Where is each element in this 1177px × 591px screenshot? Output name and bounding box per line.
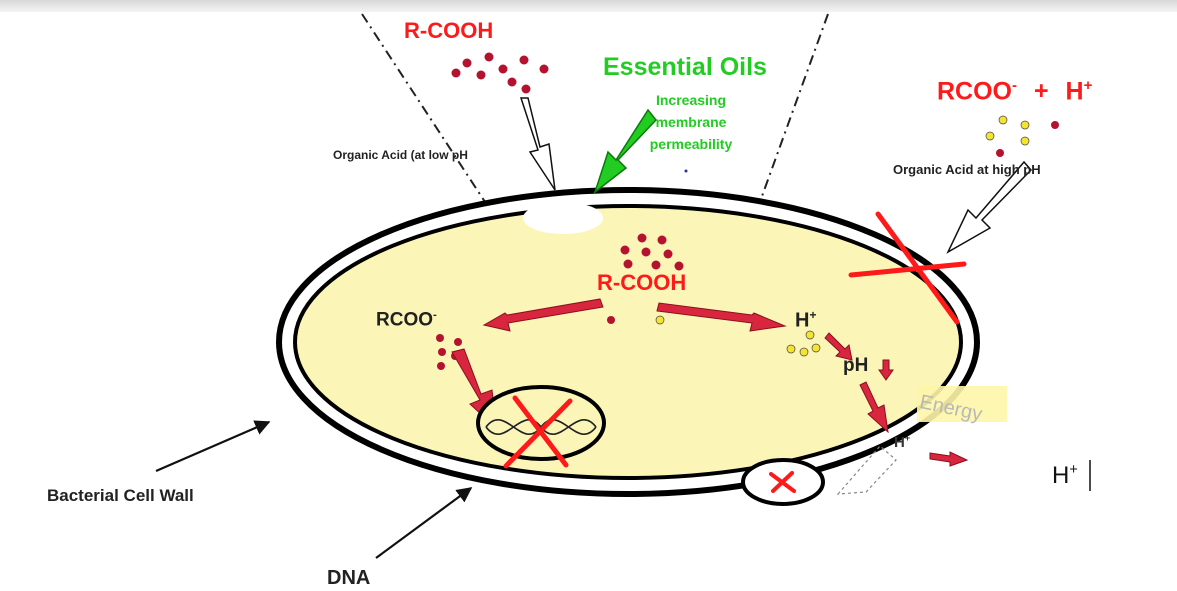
pump-proton-charge: +	[904, 433, 911, 443]
window-top-bar	[0, 0, 1177, 12]
acid-molecules-top	[451, 52, 549, 94]
proton-label-inside: H+	[795, 309, 816, 331]
dna-blocked-cross	[503, 395, 573, 469]
split-proton-dot	[655, 315, 665, 325]
proton-molecules	[786, 330, 821, 357]
proton-outside-formula: H	[1052, 462, 1070, 489]
acid-label-top: R-COOH	[404, 18, 494, 43]
dna-region	[476, 385, 606, 461]
anion-label-inside: RCOO-	[376, 309, 437, 331]
acid-molecules-inside	[620, 233, 684, 271]
arrow-essential-oils	[593, 108, 657, 195]
proton-outside-label: H+	[1052, 463, 1078, 488]
pointer-cell-wall	[155, 420, 271, 473]
oils-effect-line-2: membrane	[655, 114, 727, 130]
proton-outside-charge: +	[1069, 462, 1078, 478]
pump-proton-formula: H	[894, 434, 905, 451]
membrane-pore	[523, 202, 603, 234]
arrow-to-anion	[482, 298, 604, 332]
proton-formula-top: H	[1065, 77, 1084, 106]
oils-effect-line-3: permeability	[649, 136, 733, 152]
anion-charge-top: -	[1012, 77, 1017, 94]
acid-label-inside: R-COOH	[597, 270, 687, 295]
low-ph-label: Organic Acid (at low pH	[333, 148, 468, 162]
anion-formula-inside: RCOO	[376, 309, 433, 331]
blocked-entry-cross	[848, 211, 967, 325]
dissociation-label-top: RCOO- + H+	[937, 78, 1092, 104]
anion-formula-top: RCOO	[937, 77, 1012, 106]
arrow-low-ph-entry	[519, 97, 556, 191]
cone-line-left	[361, 13, 488, 206]
ph-drop-arrow	[878, 359, 894, 381]
cell-wall-label: Bacterial Cell Wall	[47, 486, 194, 505]
energy-box	[917, 386, 1007, 422]
small-dot	[684, 169, 688, 173]
arrow-high-ph-entry	[946, 160, 1033, 254]
proton-charge-inside: +	[809, 308, 817, 322]
ph-label: pH	[843, 355, 869, 376]
pump-proton-label: H+	[894, 433, 911, 451]
arrow-proton-out	[929, 451, 969, 467]
split-anion-dot	[607, 316, 615, 324]
arrow-ph-to-pump	[859, 381, 889, 434]
arrow-proton-to-ph	[824, 332, 853, 361]
pump-blocked-cross	[769, 471, 796, 493]
dissociated-ions-top	[985, 115, 1059, 157]
proton-formula-inside: H	[795, 309, 810, 332]
pump-dashed-outline	[836, 445, 897, 495]
oils-effect-text: Increasing membrane permeability	[628, 89, 754, 155]
plus-sign: +	[1033, 77, 1049, 106]
cone-line-right	[756, 13, 829, 211]
essential-oils-label: Essential Oils	[603, 53, 767, 81]
high-ph-label: Organic Acid at high pH	[893, 162, 1041, 177]
dna-label: DNA	[327, 567, 371, 589]
cell-cytoplasm	[293, 204, 963, 480]
pointer-dna	[375, 487, 473, 559]
proton-charge-top: +	[1083, 77, 1093, 94]
arrow-to-proton	[656, 302, 787, 332]
oils-effect-line-1: Increasing	[655, 92, 727, 108]
anion-charge-inside: -	[433, 309, 437, 321]
